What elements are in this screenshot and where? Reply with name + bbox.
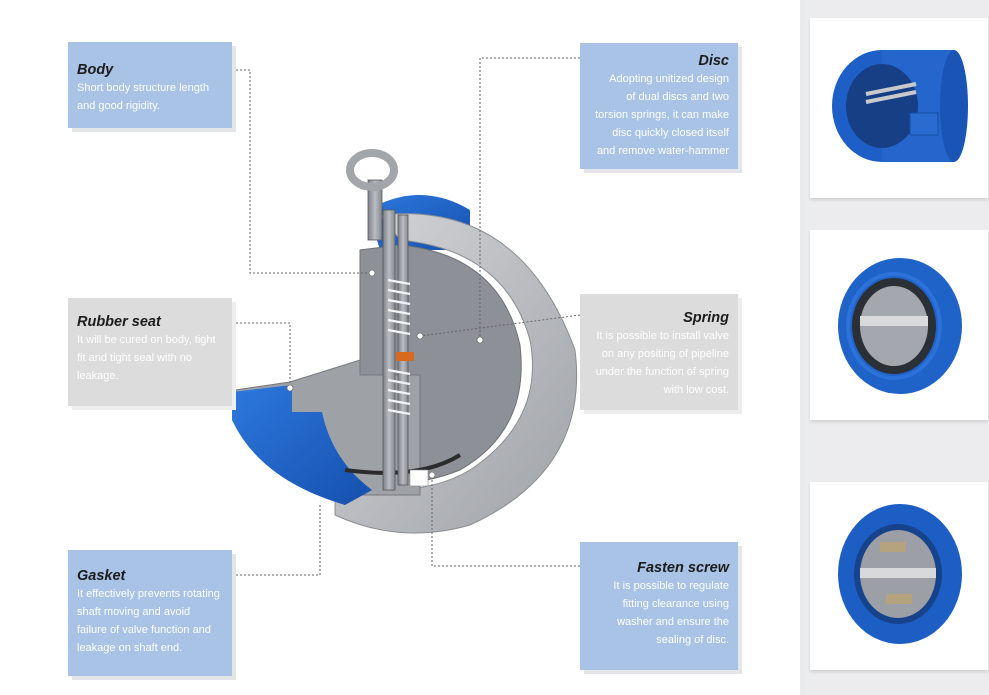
valve-outer-ring [334,213,578,534]
thumbnail-gallery [806,0,989,695]
main-diagram-panel: Body Short body structure length and goo… [0,0,800,695]
valve-shaft-2 [397,214,409,486]
valve-shaft [382,209,396,491]
label-fasten-screw: Fasten screw It is possible to regulate … [580,542,738,670]
thumbnail-front-view[interactable] [810,482,988,670]
label-disc-line-1: Adopting unitized design [609,73,729,85]
label-rubber-seat: Rubber seat It will be cured on body, ti… [68,298,232,406]
valve-side-view-image [832,50,968,162]
label-body: Body Short body structure length and goo… [68,42,232,128]
label-body-line-1: Short body structure length [77,82,210,94]
label-spring-line-2: on any positing of pipeline [601,348,729,360]
label-spring: Spring It is possible to install valve o… [580,294,738,410]
label-fasten-screw-line-4: sealing of disc. [656,634,729,646]
label-spring-line-4: with low cost. [663,384,729,396]
valve-body-blue-left [232,385,372,505]
label-body-line-2: and good rigidity. [77,100,160,112]
label-rubber-seat-line-2: fit and tight seal with no [77,352,192,364]
leader-fasten-screw [431,475,580,567]
lifting-eye [346,149,398,191]
label-gasket-line-4: leakage on shaft end. [77,642,183,654]
valve-angled-view-image [838,258,962,394]
label-gasket-line-1: It effectively prevents rotating [77,588,220,600]
spring-collar [396,352,414,361]
leader-disc [479,57,580,340]
label-fasten-screw-title: Fasten screw [637,560,729,576]
label-gasket: Gasket It effectively prevents rotating … [68,550,232,676]
label-disc-line-5: and remove water-hammer [596,145,729,157]
leader-rubber-seat [232,322,291,388]
torsion-springs [387,278,411,416]
valve-stem [367,179,383,241]
leader-lines [232,57,581,576]
label-disc-title: Disc [698,53,729,69]
label-fasten-screw-line-3: washer and ensure the [617,616,729,628]
label-disc: Disc Adopting unitized design of dual di… [580,43,738,169]
leader-body [232,69,372,274]
label-disc-line-2: of dual discs and two [626,91,729,103]
valve-cutaway-illustration [232,57,581,576]
label-spring-title: Spring [683,310,729,326]
shaft-end-plug [409,469,429,487]
thumbnail-angled-view[interactable] [810,230,988,420]
label-rubber-seat-title: Rubber seat [77,314,161,330]
label-disc-line-4: disc quickly closed itself [612,127,729,139]
leader-gasket [232,505,321,576]
label-rubber-seat-line-1: It will be cured on body, tight [77,334,216,346]
label-rubber-seat-line-3: leakage. [77,370,119,382]
label-spring-line-3: under the function of spring [595,366,729,378]
label-spring-line-1: It is possible to install valve [596,330,729,342]
leader-spring [419,314,581,337]
thumbnail-side-view[interactable] [810,18,988,198]
label-disc-line-3: torsion springs, it can make [595,109,729,121]
valve-front-view-image [838,504,962,644]
label-fasten-screw-line-1: It is possible to regulate [613,580,729,592]
label-fasten-screw-line-2: fitting clearance using [622,598,729,610]
label-gasket-title: Gasket [77,568,126,584]
label-gasket-line-2: shaft moving and avoid [77,606,191,618]
leader-end-dots [286,269,484,479]
label-body-title: Body [77,62,114,78]
label-gasket-line-3: failure of valve function and [77,624,211,636]
